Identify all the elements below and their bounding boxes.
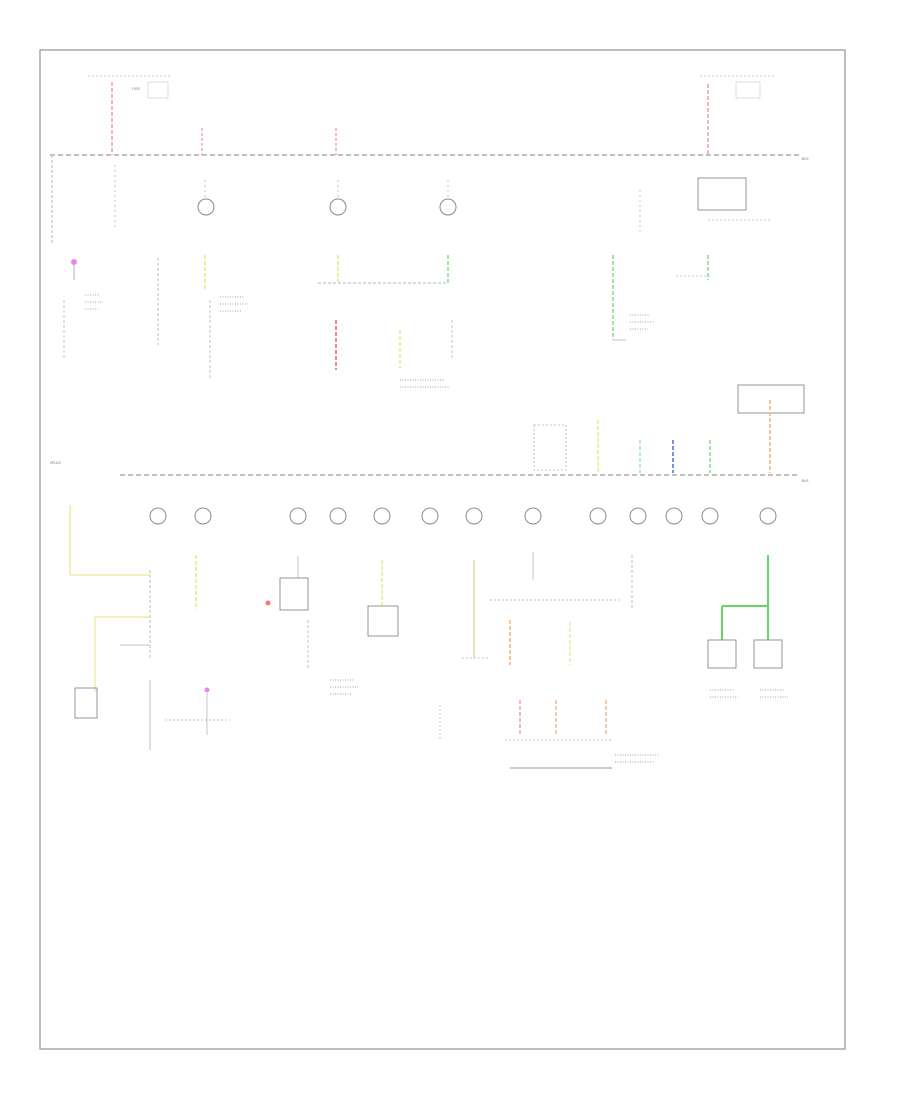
center-relay [265, 556, 309, 670]
svg-text:BUS: BUS [802, 479, 809, 483]
center-modules [367, 560, 490, 659]
right-center-cluster [439, 552, 620, 769]
svg-text:FUSE: FUSE [132, 87, 140, 91]
connector-group-4 [447, 255, 453, 360]
lamp-circle [197, 198, 215, 216]
svg-text:BUS: BUS [802, 157, 809, 161]
svg-text:SPLICE: SPLICE [50, 461, 61, 465]
connector-group-1 [63, 258, 159, 360]
connector-group-5 [612, 255, 626, 341]
mid-right-modules [533, 384, 805, 473]
illegible-label-marks [85, 294, 788, 763]
green-ground-circuit [631, 555, 783, 669]
connector-group-2 [204, 255, 211, 380]
connector-group-6 [676, 255, 710, 280]
diagram-border [39, 49, 846, 1050]
lower-left-circuit [69, 505, 230, 750]
upper-stems [114, 165, 641, 235]
lower-lamp-row [149, 507, 777, 525]
top-left-fuse-box: FUSE [88, 75, 170, 155]
lamp-circle [439, 198, 457, 216]
connector-group-3 [318, 255, 448, 370]
top-right-fuse-box [700, 75, 775, 155]
module-box-top-right [697, 177, 747, 211]
lamp-circle [329, 198, 347, 216]
